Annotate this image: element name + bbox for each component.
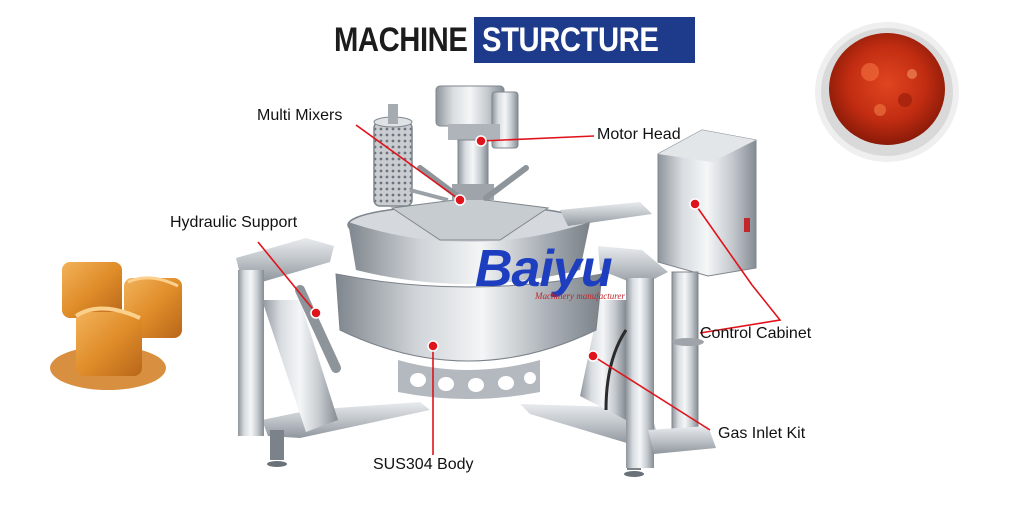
dot-hydraulic-support [310,307,322,319]
brand-tagline: Machinery manufacturer [535,291,625,301]
title-part-1: MACHINE [334,20,468,59]
label-control-cabinet: Control Cabinet [700,325,812,342]
label-motor-head: Motor Head [597,126,681,143]
page-title: MACHINE STURCTURE [334,17,696,63]
leader-gas-inlet-kit [592,355,711,431]
dot-motor-head [475,135,487,147]
brand-name: Baiyu [475,240,613,298]
title-part-2-box: STURCTURE [474,17,696,63]
dot-control-cabinet [689,198,701,210]
sauce-bowl-image [815,22,959,162]
dot-gas-inlet-kit [587,350,599,362]
caramel-image [50,262,182,390]
brand-logo: Baiyu Machinery manufacturer [475,243,625,301]
label-multi-mixers: Multi Mixers [257,107,343,124]
label-gas-inlet-kit: Gas Inlet Kit [718,425,806,442]
dot-multi-mixers [454,194,466,206]
leader-multi-mixers [355,124,461,201]
title-part-2: STURCTURE [482,20,659,59]
label-sus304-body: SUS304 Body [373,456,474,473]
pointer-dots [310,135,701,362]
leader-lines [257,124,782,455]
leader-motor-head [480,135,595,142]
label-hydraulic-support: Hydraulic Support [170,214,298,231]
dot-sus304-body [427,340,439,352]
leader-hydraulic-support [257,241,317,314]
leader-control-cabinet-2 [699,284,782,334]
leader-control-cabinet [694,203,753,286]
